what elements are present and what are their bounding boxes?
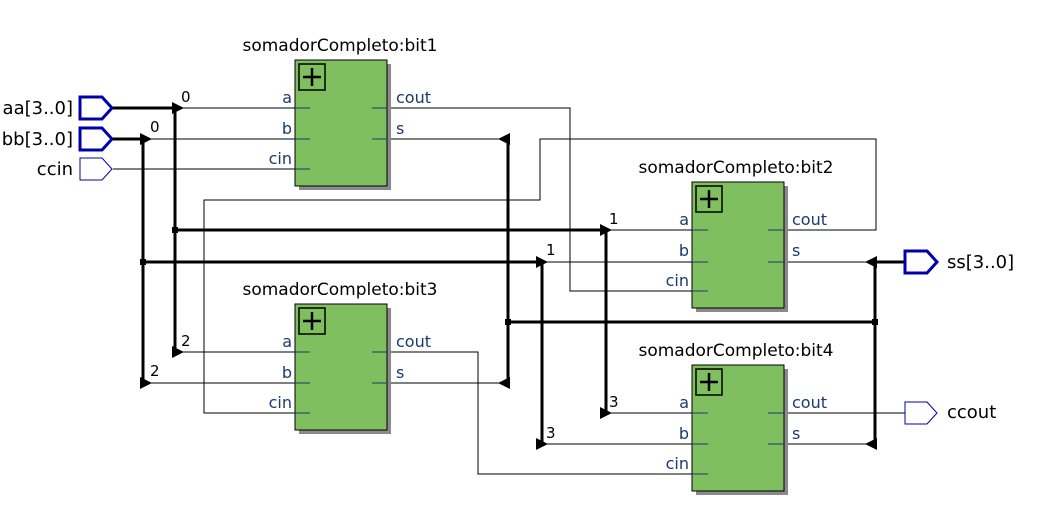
- port-cin: cin: [269, 149, 292, 168]
- block-bit1[interactable]: somadorCompleto:bit1 a b cin cout s: [242, 36, 438, 190]
- tap-label-bb0: 0: [150, 118, 160, 136]
- bus-ripper-arrow: [600, 224, 612, 236]
- input-aa[interactable]: aa[3..0]: [3, 95, 115, 121]
- port-s: s: [792, 424, 800, 443]
- port-b: b: [679, 241, 689, 260]
- bus-ripper-arrow: [140, 377, 152, 389]
- input-label-aa: aa[3..0]: [3, 98, 73, 119]
- bus-ripper-arrow: [140, 133, 152, 145]
- bus-tap-labels: 0 0 1 1 2 2 3 3: [150, 88, 619, 442]
- bus-ripper-arrow: [536, 256, 548, 268]
- tap-label-bb1: 1: [546, 241, 556, 259]
- plus-box-icon[interactable]: [298, 63, 326, 91]
- bus-ripper-arrow: [865, 256, 877, 268]
- wires: [113, 102, 905, 475]
- output-ss[interactable]: ss[3..0]: [903, 249, 1014, 275]
- junction-dot: [140, 259, 146, 265]
- bus-ripper-arrow: [498, 133, 510, 145]
- input-label-bb: bb[3..0]: [2, 129, 73, 150]
- input-ccin[interactable]: ccin: [37, 157, 113, 181]
- port-cout: cout: [396, 88, 431, 107]
- bus-ripper-arrow: [172, 102, 184, 114]
- port-s: s: [396, 363, 404, 382]
- output-pin-ss-icon[interactable]: [903, 249, 940, 275]
- block-title-bit4: somadorCompleto:bit4: [638, 341, 833, 361]
- port-cin: cin: [269, 393, 292, 412]
- block-bit2[interactable]: somadorCompleto:bit2 a b cin cout s: [638, 158, 834, 312]
- junction-dot: [505, 319, 511, 325]
- port-a: a: [679, 393, 689, 412]
- plus-box-icon[interactable]: [695, 185, 723, 213]
- bit2-cout-wire: [203, 138, 877, 414]
- tap-label-aa2: 2: [181, 332, 191, 350]
- port-cout: cout: [396, 332, 431, 351]
- port-b: b: [282, 119, 292, 138]
- bit3-cout-wire: [372, 351, 708, 475]
- junction-dot: [872, 319, 878, 325]
- tap-label-aa1: 1: [609, 210, 619, 228]
- input-pin-aa-icon[interactable]: [78, 95, 115, 121]
- block-title-bit1: somadorCompleto:bit1: [242, 36, 437, 56]
- plus-box-icon[interactable]: [298, 307, 326, 335]
- port-cin: cin: [666, 271, 689, 290]
- bus-ripper-arrow: [865, 438, 877, 450]
- tap-label-bb3: 3: [546, 424, 556, 442]
- input-label-ccin: ccin: [37, 159, 73, 180]
- bus-ripper-arrow: [536, 438, 548, 450]
- input-pin-bb-icon[interactable]: [78, 126, 115, 152]
- port-a: a: [679, 210, 689, 229]
- tap-label-bb2: 2: [150, 362, 160, 380]
- bb-bus: [113, 137, 145, 383]
- block-title-bit2: somadorCompleto:bit2: [638, 158, 833, 178]
- bus-ripper-arrow: [172, 346, 184, 358]
- plus-box-icon[interactable]: [695, 368, 723, 396]
- port-b: b: [282, 363, 292, 382]
- tap-label-aa0: 0: [181, 88, 191, 106]
- port-cout: cout: [792, 393, 827, 412]
- bit1-cout-wire: [372, 107, 708, 292]
- input-bb[interactable]: bb[3..0]: [2, 126, 115, 152]
- output-ccout[interactable]: ccout: [904, 401, 996, 425]
- tap-label-aa3: 3: [609, 393, 619, 411]
- bus-ripper-arrow: [600, 407, 612, 419]
- junction-dot: [172, 227, 178, 233]
- block-bit4[interactable]: somadorCompleto:bit4 a b cin cout s: [638, 341, 834, 495]
- port-cout: cout: [792, 210, 827, 229]
- input-pin-ccin-icon[interactable]: [79, 157, 113, 181]
- port-a: a: [282, 332, 292, 351]
- bus-ripper-arrow: [498, 377, 510, 389]
- port-b: b: [679, 424, 689, 443]
- port-cin: cin: [666, 454, 689, 473]
- block-bit3[interactable]: somadorCompleto:bit3 a b cin cout s: [242, 280, 438, 434]
- output-label-ss: ss[3..0]: [947, 252, 1014, 273]
- output-label-ccout: ccout: [947, 402, 996, 423]
- output-pin-ccout-icon[interactable]: [904, 401, 938, 425]
- port-s: s: [792, 241, 800, 260]
- block-title-bit3: somadorCompleto:bit3: [242, 280, 437, 300]
- port-a: a: [282, 88, 292, 107]
- port-s: s: [396, 119, 404, 138]
